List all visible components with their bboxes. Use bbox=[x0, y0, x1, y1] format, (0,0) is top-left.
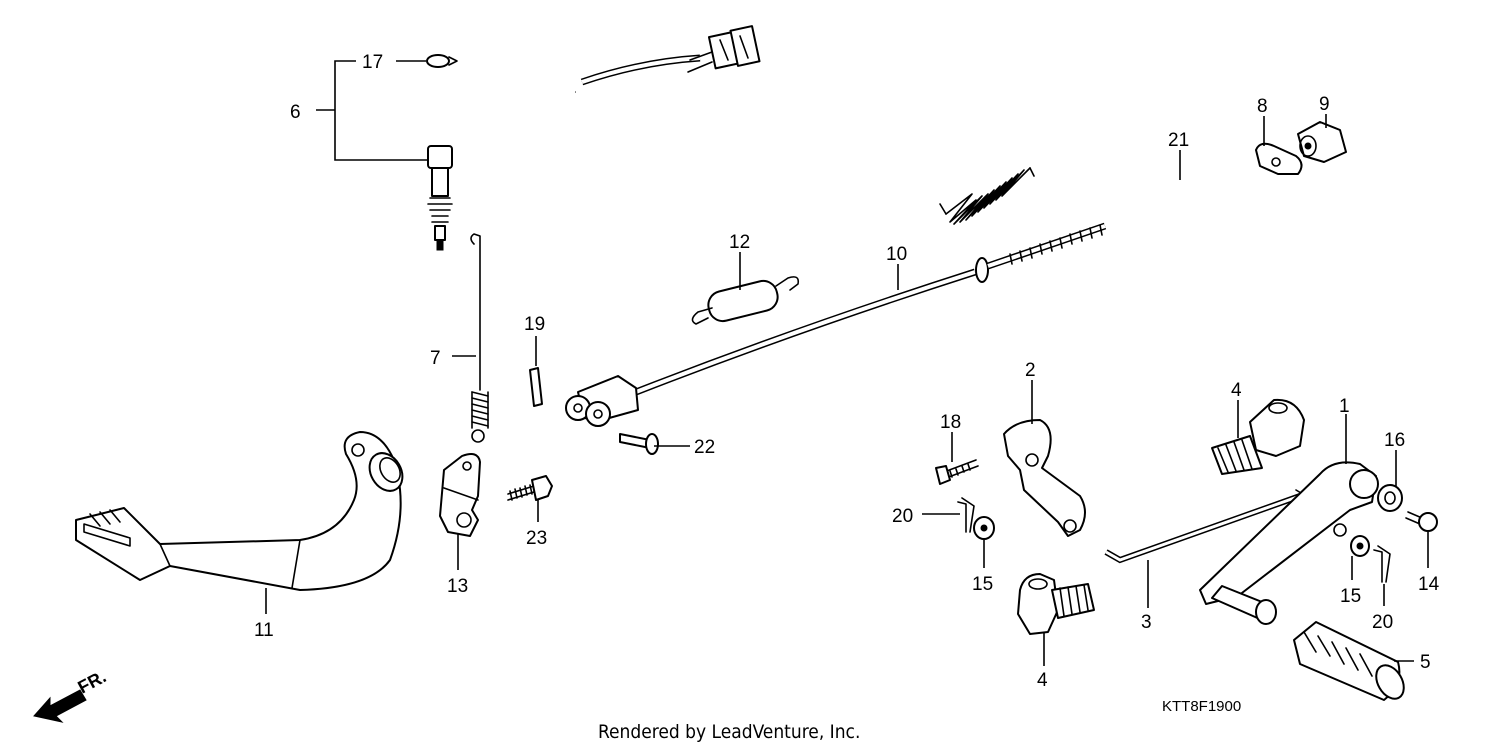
callout-15-left: 15 bbox=[972, 574, 993, 595]
part-step-bar[interactable] bbox=[1199, 461, 1379, 625]
callout-5: 5 bbox=[1420, 652, 1431, 673]
part-brake-arm[interactable] bbox=[1003, 419, 1086, 537]
callout-7: 7 bbox=[430, 348, 441, 369]
callout-12: 12 bbox=[729, 232, 750, 253]
callout-6: 6 bbox=[290, 102, 301, 123]
callout-17: 17 bbox=[362, 52, 383, 73]
callout-9: 9 bbox=[1319, 94, 1330, 115]
front-arrow-icon bbox=[33, 689, 87, 723]
part-cotter-pin-20-left[interactable] bbox=[957, 497, 975, 533]
callout-16: 16 bbox=[1384, 430, 1405, 451]
callouts: 1 2 3 4 4 5 6 7 8 9 10 11 12 13 14 15 15… bbox=[254, 52, 1440, 691]
part-washer-15-left[interactable] bbox=[973, 516, 995, 540]
callout-10: 10 bbox=[886, 244, 907, 265]
callout-15-right: 15 bbox=[1340, 586, 1361, 607]
part-brake-rod[interactable] bbox=[565, 222, 1107, 427]
part-clip-band[interactable] bbox=[426, 54, 458, 68]
callout-14: 14 bbox=[1418, 574, 1440, 595]
callout-21: 21 bbox=[1168, 130, 1189, 151]
part-joint-8[interactable] bbox=[1255, 142, 1303, 175]
part-cotter-pin-20-right[interactable] bbox=[1373, 545, 1391, 583]
part-bolt-18[interactable] bbox=[935, 459, 979, 485]
callout-19: 19 bbox=[524, 314, 545, 335]
callout-20-right: 20 bbox=[1372, 612, 1393, 633]
part-stop-switch-harness[interactable] bbox=[427, 25, 761, 251]
callout-4-upper: 4 bbox=[1231, 380, 1242, 401]
front-direction-marker: FR. bbox=[33, 666, 109, 723]
part-step-rubber[interactable] bbox=[1293, 621, 1409, 704]
callout-22: 22 bbox=[694, 437, 715, 458]
callout-13: 13 bbox=[447, 576, 468, 597]
callout-11: 11 bbox=[254, 620, 274, 641]
part-pivot-4-lower[interactable] bbox=[1017, 573, 1095, 635]
credit-text: Rendered by LeadVenture, Inc. bbox=[598, 721, 860, 743]
callout-2: 2 bbox=[1025, 360, 1036, 381]
callout-8: 8 bbox=[1257, 96, 1268, 117]
part-washer-16[interactable] bbox=[1377, 484, 1403, 512]
callout-1: 1 bbox=[1339, 396, 1350, 417]
callout-3: 3 bbox=[1141, 612, 1152, 633]
callout-23: 23 bbox=[526, 528, 547, 549]
part-spring-12[interactable] bbox=[691, 276, 800, 325]
callout-20-left: 20 bbox=[892, 506, 913, 527]
callout-18: 18 bbox=[940, 412, 961, 433]
part-bolt-14[interactable] bbox=[1405, 511, 1438, 532]
part-switch-bracket[interactable] bbox=[439, 453, 481, 537]
part-nut-9[interactable] bbox=[1297, 121, 1347, 163]
part-joint-pin-22[interactable] bbox=[619, 433, 659, 455]
part-bolt-23[interactable] bbox=[507, 475, 553, 501]
callout-4-lower: 4 bbox=[1037, 670, 1048, 691]
part-pivot-4-upper[interactable] bbox=[1211, 398, 1305, 475]
part-spring-21[interactable] bbox=[939, 167, 1035, 225]
part-return-spring[interactable] bbox=[470, 233, 489, 443]
part-brake-pedal[interactable] bbox=[75, 431, 409, 591]
drawing-code: KTT8F1900 bbox=[1162, 698, 1241, 715]
part-pin-19[interactable] bbox=[529, 367, 543, 407]
leader-lines bbox=[265, 60, 1429, 666]
part-washer-15-right[interactable] bbox=[1350, 535, 1370, 557]
